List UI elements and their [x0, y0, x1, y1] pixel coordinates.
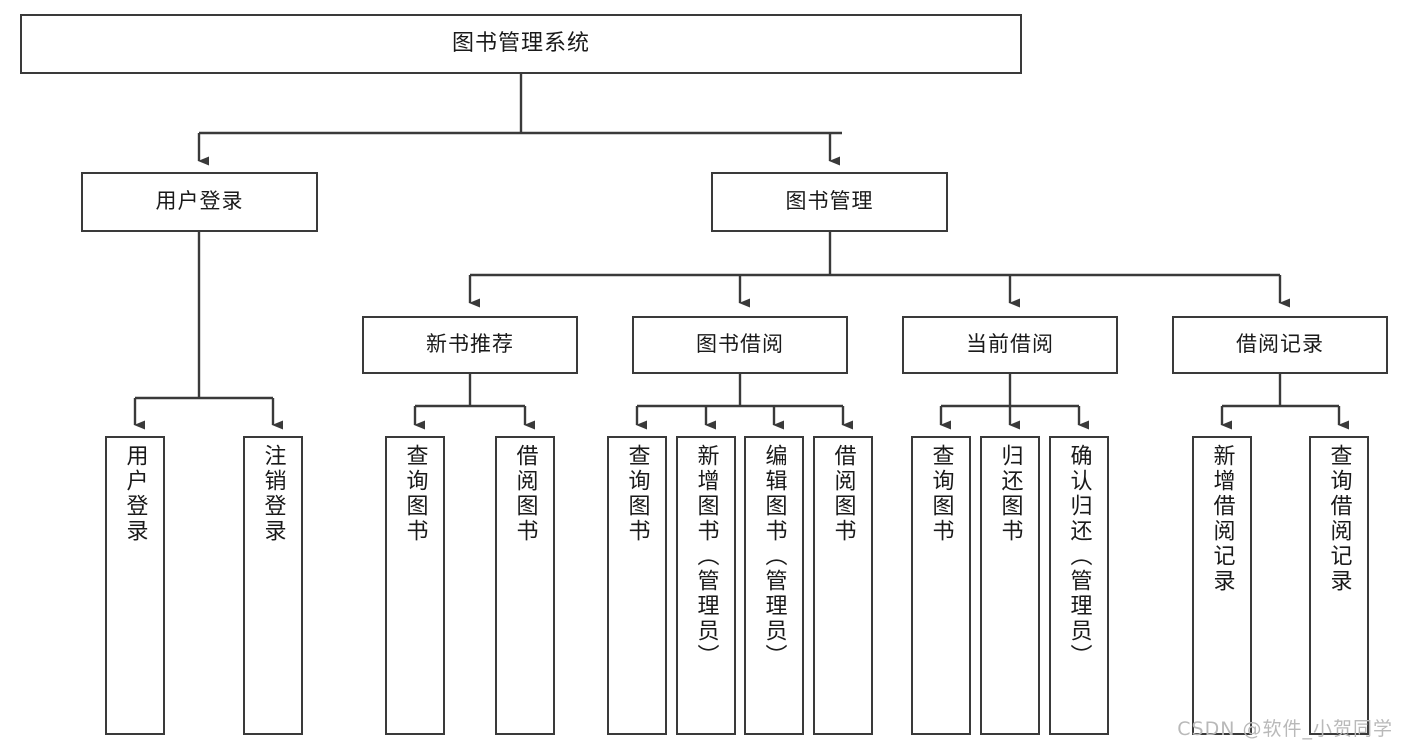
- node-root-label: 图书管理系统: [451, 30, 590, 56]
- leaf-query-book-3-label: 查询图书: [928, 444, 954, 544]
- node-book-borrow[interactable]: 图书借阅: [632, 316, 848, 374]
- leaf-borrow-book-2[interactable]: 借阅图书: [813, 436, 873, 735]
- leaf-add-book-label: 新增图书（管理员）: [693, 444, 719, 669]
- leaf-add-book[interactable]: 新增图书（管理员）: [676, 436, 736, 735]
- node-borrow-record-label: 借阅记录: [1236, 332, 1324, 357]
- leaf-query-book-3[interactable]: 查询图书: [911, 436, 971, 735]
- node-current-borrow-label: 当前借阅: [966, 332, 1054, 357]
- leaf-user-login-label: 用户登录: [122, 444, 148, 544]
- node-borrow-record[interactable]: 借阅记录: [1172, 316, 1388, 374]
- leaf-confirm-return[interactable]: 确认归还（管理员）: [1049, 436, 1109, 735]
- leaf-user-logout[interactable]: 注销登录: [243, 436, 303, 735]
- node-current-borrow[interactable]: 当前借阅: [902, 316, 1118, 374]
- node-book-management-label: 图书管理: [785, 189, 874, 214]
- leaf-query-record[interactable]: 查询借阅记录: [1309, 436, 1369, 735]
- leaf-edit-book-label: 编辑图书（管理员）: [761, 444, 787, 669]
- node-new-book-recommend[interactable]: 新书推荐: [362, 316, 578, 374]
- leaf-return-book-label: 归还图书: [997, 444, 1023, 544]
- leaf-borrow-book-1[interactable]: 借阅图书: [495, 436, 555, 735]
- leaf-query-book-2-label: 查询图书: [624, 444, 650, 544]
- leaf-user-login[interactable]: 用户登录: [105, 436, 165, 735]
- node-user-login-label: 用户登录: [155, 189, 244, 214]
- node-book-management[interactable]: 图书管理: [711, 172, 948, 232]
- leaf-user-logout-label: 注销登录: [260, 444, 286, 544]
- leaf-add-record[interactable]: 新增借阅记录: [1192, 436, 1252, 735]
- node-book-borrow-label: 图书借阅: [696, 332, 784, 357]
- leaf-edit-book[interactable]: 编辑图书（管理员）: [744, 436, 804, 735]
- leaf-confirm-return-label: 确认归还（管理员）: [1066, 444, 1092, 669]
- leaf-borrow-book-1-label: 借阅图书: [512, 444, 538, 544]
- leaf-query-book-1-label: 查询图书: [402, 444, 428, 544]
- leaf-query-record-label: 查询借阅记录: [1326, 444, 1352, 594]
- watermark: CSDN @软件_小贺同学: [1177, 718, 1393, 740]
- node-new-book-recommend-label: 新书推荐: [426, 332, 514, 357]
- leaf-return-book[interactable]: 归还图书: [980, 436, 1040, 735]
- node-user-login[interactable]: 用户登录: [81, 172, 318, 232]
- leaf-query-book-1[interactable]: 查询图书: [385, 436, 445, 735]
- node-root[interactable]: 图书管理系统: [20, 14, 1022, 74]
- leaf-query-book-2[interactable]: 查询图书: [607, 436, 667, 735]
- leaf-add-record-label: 新增借阅记录: [1209, 444, 1235, 594]
- leaf-borrow-book-2-label: 借阅图书: [830, 444, 856, 544]
